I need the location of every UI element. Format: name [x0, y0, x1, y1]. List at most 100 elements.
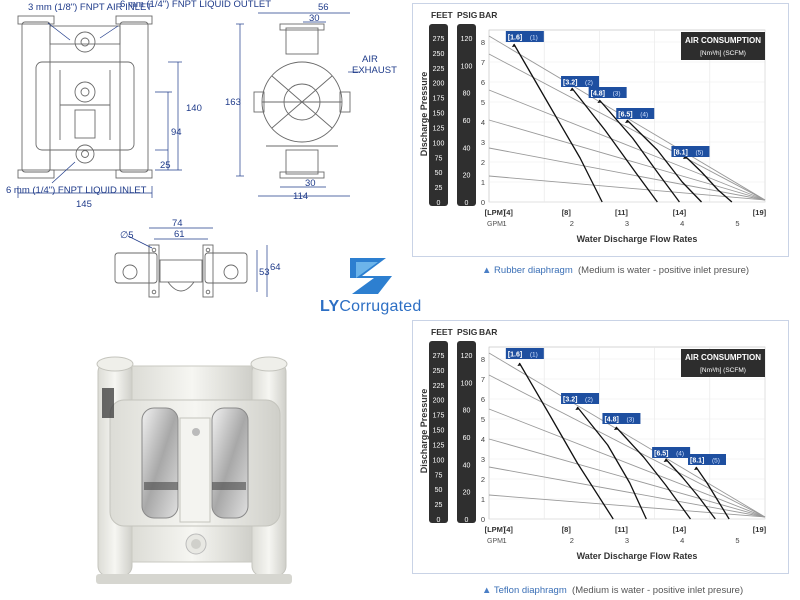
- pressure-curve: [488, 374, 766, 518]
- feet-tick-label: 225: [433, 66, 445, 73]
- air-label-badge: [652, 447, 691, 458]
- psig-scale-column: [457, 24, 476, 206]
- dim-30-top: 30: [309, 13, 320, 24]
- psig-tick-label: 40: [463, 462, 471, 469]
- chart-subtitle: [Nm³/h] (SCFM): [700, 50, 746, 57]
- air-label-scfm: (4): [676, 451, 684, 458]
- lpm-tick-label: [14]: [673, 525, 687, 534]
- lpm-tick-label: [LPM]: [485, 208, 506, 217]
- bar-tick-label: 5: [481, 98, 485, 107]
- air-label-badge: [561, 76, 600, 87]
- teflon-caption-name: Teflon diaphragm: [493, 585, 567, 596]
- air-label-badge: [688, 454, 726, 465]
- psig-tick-label: 20: [463, 173, 471, 180]
- curve-arrowhead: [511, 44, 516, 47]
- logo-prefix: LY: [320, 298, 340, 315]
- psig-tick-label: 100: [461, 380, 473, 387]
- feet-tick-label: 0: [437, 200, 441, 207]
- feet-scale-column: [429, 24, 448, 206]
- chart-subtitle: [Nm³/h] (SCFM): [700, 367, 746, 374]
- logo-mark-icon: [350, 258, 392, 294]
- feet-tick-label: 175: [433, 96, 445, 103]
- air-label-scfm: (5): [695, 150, 703, 157]
- air-label-scfm: (4): [640, 112, 648, 119]
- psig-tick-label: 40: [463, 145, 471, 152]
- psig-tick-label: 120: [461, 353, 473, 360]
- teflon-caption-note: (Medium is water - positive inlet presur…: [572, 585, 744, 596]
- feet-tick-label: 250: [433, 368, 445, 375]
- air-consumption-title-box: [681, 349, 765, 377]
- air-label-scfm: (1): [530, 35, 538, 42]
- psig-tick-label: 0: [465, 517, 469, 524]
- y-axis-label: Discharge Pressure: [419, 389, 429, 474]
- feet-tick-label: 225: [433, 383, 445, 390]
- air-consumption-curve: [626, 119, 702, 203]
- y-axis-label: Discharge Pressure: [419, 72, 429, 157]
- feet-tick-label: 100: [433, 457, 445, 464]
- feet-tick-label: 150: [433, 111, 445, 118]
- air-consumption-curve: [665, 458, 716, 520]
- liquid-inlet-label: 6 mm (1/4") FNPT LIQUID INLET: [6, 185, 147, 196]
- dim-114: 114: [293, 191, 308, 202]
- psig-tick-label: 0: [465, 200, 469, 207]
- dim-163: 163: [225, 97, 241, 108]
- pressure-curve: [488, 53, 766, 201]
- air-label-scfm: (3): [626, 417, 634, 424]
- dim-145: 145: [76, 199, 92, 210]
- unit-feet: FEET: [431, 10, 454, 20]
- air-consumption-title-box: [681, 32, 765, 60]
- air-consumption-curve: [598, 99, 680, 203]
- feet-tick-label: 200: [433, 398, 445, 405]
- feet-tick-label: 25: [435, 502, 443, 509]
- pressure-curve: [488, 494, 766, 518]
- bar-tick-label: 4: [481, 118, 485, 127]
- feet-tick-label: 125: [433, 125, 445, 132]
- dim-74: 74: [172, 218, 183, 229]
- feet-tick-label: 125: [433, 442, 445, 449]
- dim-hole-5: ∅5: [120, 230, 134, 241]
- air-consumption-curve: [513, 43, 603, 203]
- lpm-tick-label: [19]: [753, 525, 767, 534]
- x-axis-label: Water Discharge Flow Rates: [577, 234, 698, 244]
- gpm-tick-label: 4: [680, 536, 684, 545]
- bar-tick-label: 1: [481, 495, 485, 504]
- bar-tick-label: 6: [481, 395, 485, 404]
- dim-53: 53: [259, 267, 270, 278]
- dim-140: 140: [186, 103, 202, 114]
- gpm-tick-label: 3: [625, 536, 629, 545]
- feet-tick-label: 25: [435, 185, 443, 192]
- feet-tick-label: 100: [433, 140, 445, 147]
- feet-tick-label: 275: [433, 36, 445, 43]
- psig-tick-label: 80: [463, 91, 471, 98]
- unit-bar: BAR: [479, 10, 497, 20]
- base-dimension-lines: [127, 227, 268, 297]
- air-label-nm3: [6.5]: [654, 451, 668, 458]
- curve-arrowhead: [663, 459, 668, 462]
- pressure-curve: [488, 175, 766, 201]
- bar-tick-label: 8: [481, 355, 485, 364]
- logo-text: LYCorrugated: [320, 298, 421, 316]
- lpm-tick-label: [4]: [504, 208, 514, 217]
- feet-tick-label: 200: [433, 81, 445, 88]
- feet-tick-label: 50: [435, 487, 443, 494]
- brand-logo: LYCorrugated: [320, 256, 442, 320]
- air-label-nm3: [4.8]: [591, 91, 605, 98]
- curve-arrowhead: [613, 427, 618, 430]
- pressure-curve: [488, 408, 766, 518]
- x-axis-label: Water Discharge Flow Rates: [577, 551, 698, 561]
- bar-tick-label: 3: [481, 455, 485, 464]
- gpm-tick-label: 5: [735, 219, 739, 228]
- gpm-unit-label: GPM: [487, 221, 503, 228]
- psig-tick-label: 100: [461, 63, 473, 70]
- psig-tick-label: 20: [463, 490, 471, 497]
- feet-tick-label: 75: [435, 155, 443, 162]
- chart-title: AIR CONSUMPTION: [685, 353, 761, 362]
- air-consumption-curve: [615, 426, 692, 520]
- bar-tick-label: 2: [481, 158, 485, 167]
- dim-56: 56: [318, 2, 329, 13]
- gpm-tick-label: 3: [625, 219, 629, 228]
- bar-tick-label: 7: [481, 58, 485, 67]
- side-dimension-lines: [236, 12, 360, 197]
